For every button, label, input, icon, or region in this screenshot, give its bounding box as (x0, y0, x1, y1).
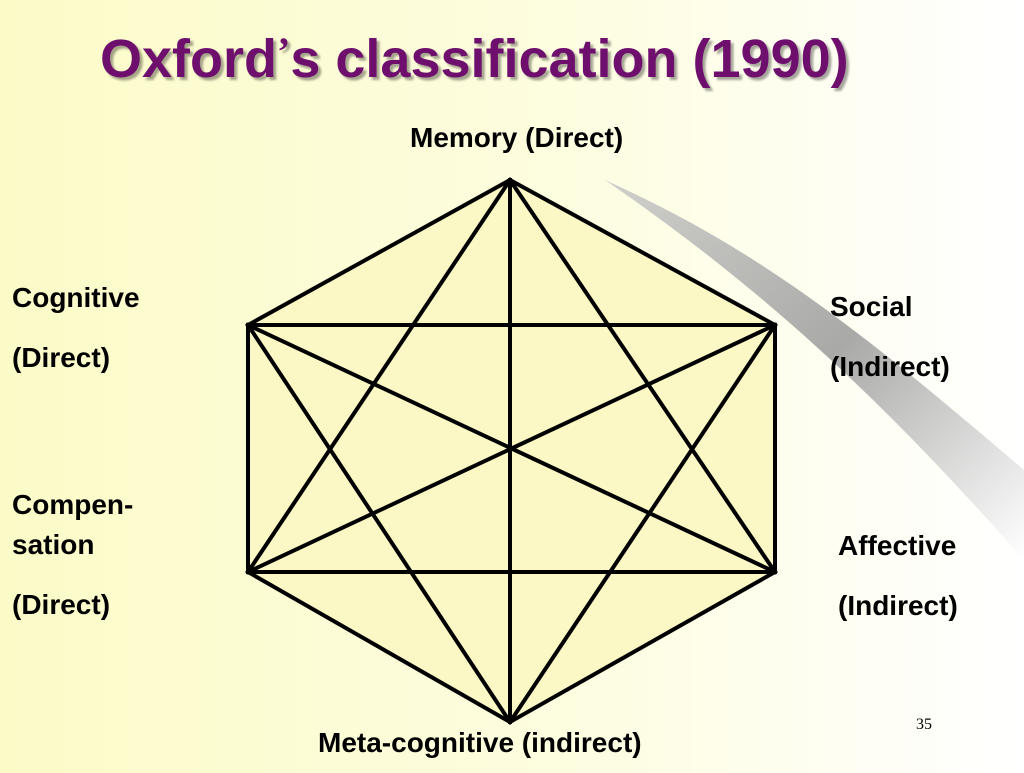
node-label-compensation: Compen- sation (Direct) (12, 485, 133, 625)
node-label-social: Social (Indirect) (830, 277, 950, 397)
line-social-meta (507, 322, 778, 725)
node-label-compensation-line2: sation (12, 529, 95, 560)
slide-title: Oxford’s classification (1990) (100, 28, 849, 90)
node-label-metacognitive-text: Meta-cognitive (indirect) (318, 727, 642, 758)
slide-title-apostrophe: ’ (277, 29, 291, 74)
line-memory-affective (507, 177, 778, 575)
line-memory-compensation (245, 177, 513, 575)
node-label-affective-line1: Affective (838, 530, 957, 561)
node-label-cognitive-line2: (Direct) (12, 342, 111, 373)
slide-number: 35 (916, 716, 932, 733)
hexagon-connections (245, 177, 778, 725)
node-label-memory-text: Memory (Direct) (410, 122, 624, 153)
node-label-cognitive: Cognitive (Direct) (12, 268, 140, 388)
node-label-memory: Memory (Direct) (410, 108, 623, 168)
node-label-social-line1: Social (830, 291, 913, 322)
line-cognitive-meta (245, 322, 513, 725)
node-label-compensation-line1: Compen- (12, 489, 134, 520)
slide-title-main: Oxford (100, 29, 278, 89)
node-label-affective: Affective (Indirect) (838, 516, 958, 636)
node-label-social-line2: (Indirect) (830, 351, 950, 382)
node-label-cognitive-line1: Cognitive (12, 282, 140, 313)
node-label-affective-line2: (Indirect) (838, 590, 958, 621)
node-label-compensation-line3: (Direct) (12, 589, 111, 620)
slide-title-rest: s classification (1990) (290, 29, 849, 89)
node-label-metacognitive: Meta-cognitive (indirect) (318, 713, 642, 773)
line-social-compensation (245, 322, 778, 575)
